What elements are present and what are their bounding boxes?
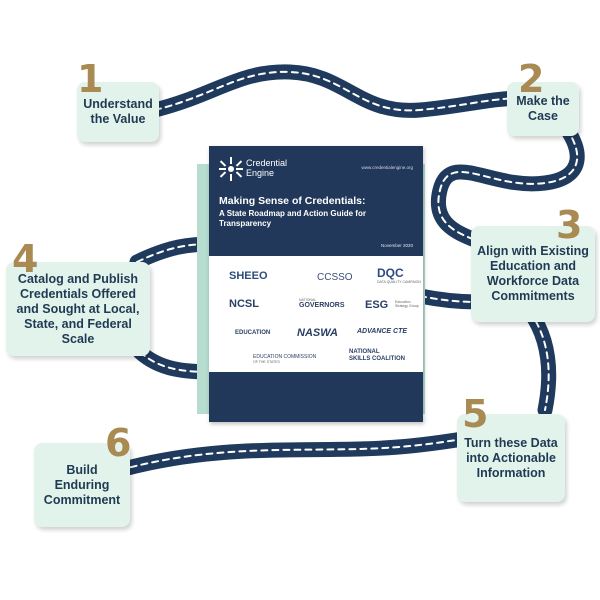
- step-2-number: 2: [518, 57, 545, 101]
- step-3-number: 3: [556, 203, 583, 247]
- credential-engine-logo-icon: [219, 157, 243, 181]
- report-url: www.credentialengine.org: [361, 165, 413, 170]
- nsc-line-1: NATIONAL: [349, 349, 380, 355]
- logo-ecs: EDUCATION COMMISSION OF THE STATES: [253, 354, 316, 364]
- report-date: November 2020: [380, 243, 413, 248]
- step-5-label: Turn these Data into Actionable Informat…: [464, 435, 558, 480]
- step-1-number: 1: [77, 57, 104, 101]
- logo-ncsl: NCSL: [229, 298, 259, 310]
- logo-naswa: NASWA: [297, 327, 338, 339]
- logo-esg: ESG: [365, 299, 388, 311]
- nga-text: GOVERNORS: [299, 302, 345, 309]
- step-4-label: Catalog and Publish Credentials Offered …: [16, 271, 140, 346]
- step-6-box: Build Enduring Commitment: [34, 443, 130, 527]
- step-6-label: Build Enduring Commitment: [43, 462, 121, 507]
- ecs-text: EDUCATION COMMISSION: [253, 354, 317, 360]
- dqc-text: DQC: [377, 266, 404, 280]
- logo-advance-cte: ADVANCE CTE: [357, 328, 408, 335]
- step-4-number: 4: [12, 237, 39, 281]
- logo-ccsso: CCSSO: [317, 272, 353, 283]
- step-5-number: 5: [462, 392, 489, 436]
- report-subtitle: A State Roadmap and Action Guide for Tra…: [219, 209, 366, 228]
- brand-line-1: Credential: [246, 158, 288, 168]
- step-2-box: Make the Case: [507, 82, 579, 136]
- step-6-number: 6: [105, 421, 132, 465]
- step-1-label: Understand the Value: [83, 97, 153, 126]
- logo-dqc: DQC DATA QUALITY CAMPAIGN: [377, 266, 421, 284]
- step-4-box: Catalog and Publish Credentials Offered …: [6, 262, 150, 356]
- nga-top: NATIONAL: [299, 298, 317, 302]
- logo-nsc: NATIONAL SKILLS COALITION: [349, 349, 405, 363]
- report-header: Credential Engine www.credentialengine.o…: [209, 146, 423, 256]
- report-cover: Credential Engine www.credentialengine.o…: [209, 146, 423, 422]
- step-5-box: Turn these Data into Actionable Informat…: [457, 414, 565, 502]
- step-3-box: Align with Existing Education and Workfo…: [471, 226, 595, 322]
- logo-nga: NATIONAL GOVERNORS: [299, 298, 345, 309]
- report-title: Making Sense of Credentials:: [219, 195, 366, 207]
- report-brand: Credential Engine: [246, 158, 287, 178]
- dqc-sub: DATA QUALITY CAMPAIGN: [377, 280, 421, 284]
- step-3-label: Align with Existing Education and Workfo…: [477, 244, 589, 303]
- logo-sheeo: SHEEO: [229, 270, 268, 282]
- esg-sub: Education Strategy Group: [395, 300, 419, 308]
- report-footer-pattern: [209, 372, 423, 422]
- logo-eqo: EDUCATION: [235, 330, 271, 336]
- ecs-sub: OF THE STATES: [253, 360, 280, 364]
- esg-text: ESG: [365, 299, 389, 311]
- brand-line-2: Engine: [246, 168, 275, 178]
- step-1-box: Understand the Value: [77, 82, 159, 142]
- step-2-label: Make the Case: [516, 94, 570, 123]
- nsc-line-2: SKILLS COALITION: [349, 356, 405, 362]
